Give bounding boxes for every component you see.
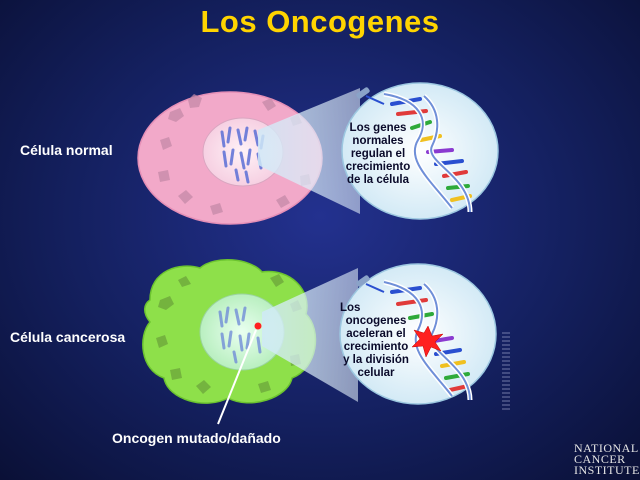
normal-bubble-line: de la célula bbox=[346, 174, 409, 186]
logo-line: NATIONAL bbox=[574, 441, 639, 455]
normal-cell-label: Célula normal bbox=[20, 142, 113, 158]
image-credit-strip bbox=[502, 330, 510, 410]
normal-bubble-line: regulan el bbox=[350, 148, 406, 160]
cancer-bubble-line: crecimiento bbox=[343, 341, 409, 353]
cancer-bubble-line: oncogenes bbox=[345, 315, 407, 327]
logo-line: CANCER bbox=[574, 452, 626, 466]
mutated-oncogene-label: Oncogen mutado/dañado bbox=[112, 430, 281, 446]
normal-bubble-text: Los genes normales regulan el crecimient… bbox=[338, 122, 418, 187]
normal-bubble-line: crecimiento bbox=[345, 161, 411, 173]
normal-bubble-line: Los genes bbox=[349, 122, 407, 134]
cancer-bubble-line: y la división bbox=[343, 354, 409, 366]
cancer-bubble-line: celular bbox=[357, 367, 395, 379]
cancer-bubble-line: aceleran el bbox=[346, 328, 406, 340]
zoom-cone-normal bbox=[258, 88, 360, 214]
mutation-star bbox=[411, 325, 444, 358]
page-title: Los Oncogenes bbox=[200, 4, 440, 39]
zoom-cone-cancer bbox=[262, 268, 358, 402]
cancer-cell-label: Célula cancerosa bbox=[10, 329, 126, 345]
normal-bubble-line: normales bbox=[352, 135, 404, 147]
dna-helix-normal bbox=[356, 87, 473, 213]
logo-line: INSTITUTE bbox=[574, 463, 640, 477]
nci-logo: NATIONAL CANCER INSTITUTE bbox=[574, 441, 640, 477]
mutation-pointer-line bbox=[217, 329, 257, 425]
cancer-bubble-line: Los bbox=[340, 302, 361, 314]
cancer-bubble-text: Los oncogenes aceleran el crecimiento y … bbox=[336, 302, 416, 380]
